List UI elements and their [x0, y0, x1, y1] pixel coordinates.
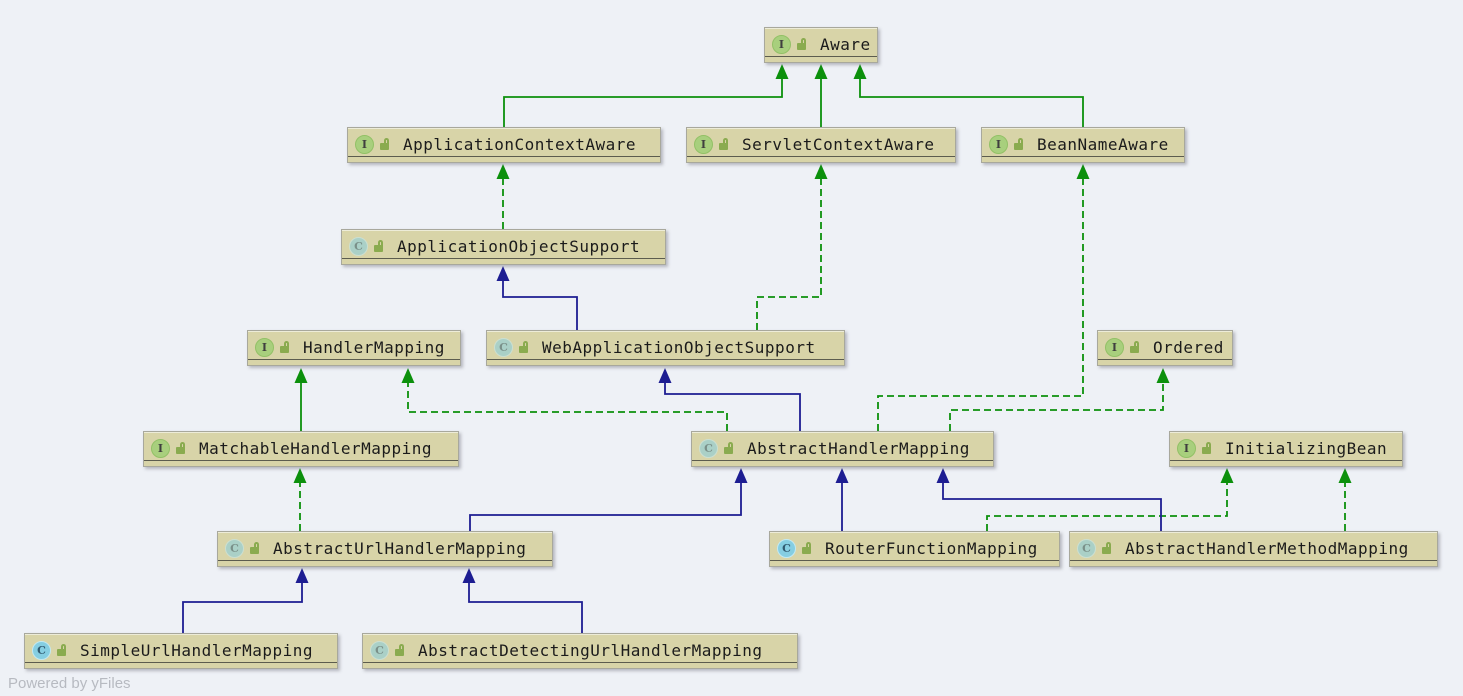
- edge-abstract-handler-mapping-to-bean-name-aware: [877, 177, 1084, 431]
- arrowhead-abstract-handler-mapping-to-ordered: [1156, 368, 1170, 383]
- class-icon: C: [225, 538, 244, 558]
- class-icon: C: [32, 640, 51, 660]
- node-bean-name-aware[interactable]: I BeanNameAware: [981, 127, 1185, 163]
- arrowhead-abstract-detecting-url-handler-mapping-to-abstract-url-handler-mapping: [462, 568, 476, 583]
- class-name-label: AbstractHandlerMapping: [747, 438, 970, 458]
- class-name-label: Aware: [820, 34, 871, 54]
- edge-abstract-handler-method-mapping-to-abstract-handler-mapping: [942, 481, 1162, 531]
- public-lock-icon: [250, 542, 261, 554]
- interface-icon: I: [151, 438, 170, 458]
- public-lock-icon: [1102, 542, 1113, 554]
- node-abstract-handler-method-mapping[interactable]: C AbstractHandlerMethodMapping: [1069, 531, 1438, 567]
- arrowhead-abstract-handler-mapping-to-bean-name-aware: [1076, 164, 1090, 179]
- public-lock-icon: [519, 341, 530, 353]
- arrowhead-web-application-object-support-to-servlet-context-aware: [814, 164, 828, 179]
- arrowhead-abstract-handler-mapping-to-web-application-object-support: [658, 368, 672, 383]
- public-lock-icon: [719, 138, 730, 150]
- arrowhead-matchable-handler-mapping-to-handler-mapping: [294, 368, 308, 383]
- class-name-label: ApplicationObjectSupport: [397, 236, 641, 256]
- node-application-context-aware[interactable]: I ApplicationContextAware: [347, 127, 661, 163]
- edge-web-application-object-support-to-application-object-support: [502, 279, 578, 330]
- class-name-label: AbstractHandlerMethodMapping: [1125, 538, 1409, 558]
- public-lock-icon: [724, 442, 735, 454]
- class-name-label: AbstractDetectingUrlHandlerMapping: [418, 640, 763, 660]
- node-matchable-handler-mapping[interactable]: I MatchableHandlerMapping: [143, 431, 459, 467]
- class-icon: C: [1077, 538, 1096, 558]
- node-servlet-context-aware[interactable]: I ServletContextAware: [686, 127, 956, 163]
- class-name-label: AbstractUrlHandlerMapping: [273, 538, 527, 558]
- public-lock-icon: [1014, 138, 1025, 150]
- class-name-label: BeanNameAware: [1037, 134, 1169, 154]
- node-handler-mapping[interactable]: I HandlerMapping: [247, 330, 461, 366]
- class-name-label: InitializingBean: [1225, 438, 1388, 458]
- arrowhead-application-object-support-to-application-context-aware: [496, 164, 510, 179]
- edge-abstract-handler-mapping-to-handler-mapping: [407, 381, 728, 431]
- arrowhead-simple-url-handler-mapping-to-abstract-url-handler-mapping: [295, 568, 309, 583]
- arrowhead-router-function-mapping-to-initializing-bean: [1220, 468, 1234, 483]
- arrowhead-abstract-handler-method-mapping-to-initializing-bean: [1338, 468, 1352, 483]
- interface-icon: I: [772, 34, 791, 54]
- edge-abstract-handler-mapping-to-web-application-object-support: [664, 381, 801, 431]
- class-icon: C: [370, 640, 389, 660]
- public-lock-icon: [374, 240, 385, 252]
- arrowhead-abstract-handler-method-mapping-to-abstract-handler-mapping: [936, 468, 950, 483]
- node-simple-url-handler-mapping[interactable]: C SimpleUrlHandlerMapping: [24, 633, 338, 669]
- class-icon: C: [777, 538, 796, 558]
- public-lock-icon: [802, 542, 813, 554]
- node-web-application-object-support[interactable]: C WebApplicationObjectSupport: [486, 330, 845, 366]
- interface-icon: I: [1105, 337, 1124, 357]
- public-lock-icon: [57, 644, 68, 656]
- edge-abstract-url-handler-mapping-to-abstract-handler-mapping: [469, 481, 742, 531]
- arrowhead-web-application-object-support-to-application-object-support: [496, 266, 510, 281]
- class-name-label: SimpleUrlHandlerMapping: [80, 640, 314, 660]
- class-name-label: Ordered: [1153, 337, 1224, 357]
- edge-abstract-handler-mapping-to-ordered: [949, 381, 1164, 431]
- arrowhead-servlet-context-aware-to-aware: [814, 64, 828, 79]
- arrowhead-abstract-url-handler-mapping-to-abstract-handler-mapping: [734, 468, 748, 483]
- class-name-label: ServletContextAware: [742, 134, 935, 154]
- node-router-function-mapping[interactable]: C RouterFunctionMapping: [769, 531, 1060, 567]
- public-lock-icon: [1130, 341, 1141, 353]
- arrowhead-abstract-url-handler-mapping-to-matchable-handler-mapping: [293, 468, 307, 483]
- node-ordered[interactable]: I Ordered: [1097, 330, 1233, 366]
- public-lock-icon: [176, 442, 187, 454]
- interface-icon: I: [989, 134, 1008, 154]
- arrowhead-router-function-mapping-to-abstract-handler-mapping: [835, 468, 849, 483]
- edge-simple-url-handler-mapping-to-abstract-url-handler-mapping: [182, 581, 303, 633]
- class-icon: C: [699, 438, 718, 458]
- public-lock-icon: [380, 138, 391, 150]
- edge-application-context-aware-to-aware: [503, 77, 783, 127]
- node-abstract-detecting-url-handler-mapping[interactable]: C AbstractDetectingUrlHandlerMapping: [362, 633, 798, 669]
- edge-bean-name-aware-to-aware: [859, 77, 1084, 127]
- public-lock-icon: [280, 341, 291, 353]
- node-abstract-handler-mapping[interactable]: C AbstractHandlerMapping: [691, 431, 994, 467]
- class-icon: C: [494, 337, 513, 357]
- interface-icon: I: [355, 134, 374, 154]
- class-name-label: HandlerMapping: [303, 337, 445, 357]
- node-abstract-url-handler-mapping[interactable]: C AbstractUrlHandlerMapping: [217, 531, 553, 567]
- class-name-label: RouterFunctionMapping: [825, 538, 1038, 558]
- interface-icon: I: [1177, 438, 1196, 458]
- class-icon: C: [349, 236, 368, 256]
- edge-abstract-detecting-url-handler-mapping-to-abstract-url-handler-mapping: [468, 581, 583, 633]
- public-lock-icon: [1202, 442, 1213, 454]
- arrowhead-abstract-handler-mapping-to-handler-mapping: [401, 368, 415, 383]
- node-initializing-bean[interactable]: I InitializingBean: [1169, 431, 1403, 467]
- class-name-label: MatchableHandlerMapping: [199, 438, 433, 458]
- interface-icon: I: [255, 337, 274, 357]
- edge-router-function-mapping-to-initializing-bean: [986, 481, 1228, 531]
- node-aware[interactable]: I Aware: [764, 27, 878, 63]
- public-lock-icon: [395, 644, 406, 656]
- arrowhead-application-context-aware-to-aware: [775, 64, 789, 79]
- public-lock-icon: [797, 38, 808, 50]
- node-application-object-support[interactable]: C ApplicationObjectSupport: [341, 229, 666, 265]
- arrowhead-bean-name-aware-to-aware: [853, 64, 867, 79]
- edge-web-application-object-support-to-servlet-context-aware: [756, 177, 822, 330]
- class-name-label: WebApplicationObjectSupport: [542, 337, 816, 357]
- yfiles-watermark: Powered by yFiles: [8, 675, 131, 692]
- class-name-label: ApplicationContextAware: [403, 134, 637, 154]
- interface-icon: I: [694, 134, 713, 154]
